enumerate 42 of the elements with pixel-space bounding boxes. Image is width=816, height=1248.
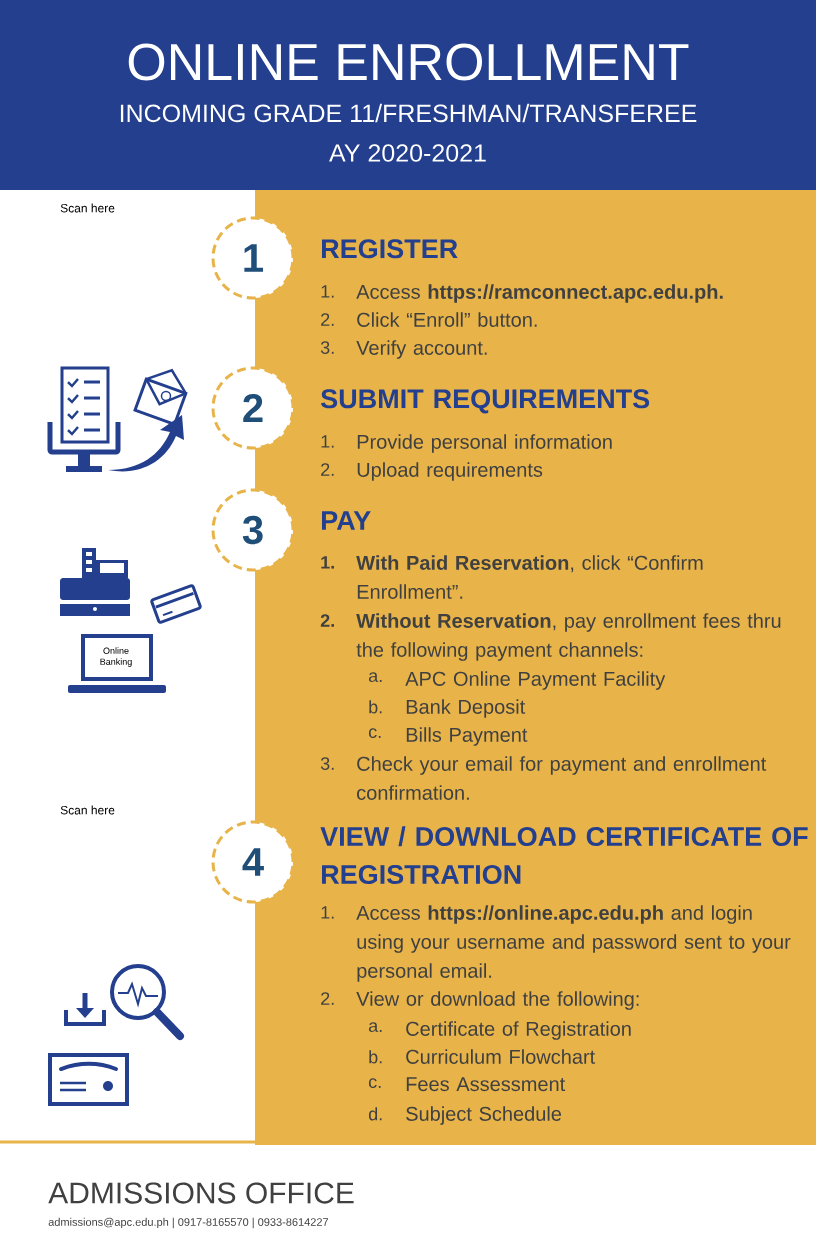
title: ONLINE ENROLLMENT	[128, 43, 689, 81]
list-letter: a.	[368, 1022, 382, 1033]
step-heading: VIEW / DOWNLOAD CERTIFICATE OF REGISTRATION	[320, 826, 808, 885]
list-item: Access https://online.apc.edu.ph and login using your username and password sent to your personal email.	[356, 905, 791, 982]
list-number: 3.	[320, 757, 334, 770]
list-number: 1.	[321, 556, 334, 569]
list-letter: b.	[369, 1050, 382, 1064]
list-number: 2.	[321, 313, 334, 326]
contact-line: admissions@apc.edu.ph | 0917-8165570 | 0933-8614227	[48, 1217, 329, 1229]
list-number: 1.	[321, 906, 334, 919]
list-item: Bank Deposit	[406, 699, 526, 718]
list-item: Certificate of Registration	[406, 1021, 631, 1040]
list-letter: a.	[368, 672, 382, 683]
caption-text: Scan here	[60, 203, 115, 213]
list-item: View or download the following:	[356, 991, 639, 1010]
list-item: APC Online Payment Facility	[405, 671, 666, 690]
list-number: 2.	[321, 463, 334, 476]
list-item: Provide personal information	[357, 434, 612, 453]
subtitle: AY 2020-2021	[329, 144, 486, 162]
step-heading: PAY	[322, 511, 371, 530]
list-item: Access https://ramconnect.apc.edu.ph.	[356, 284, 723, 303]
list-letter: c.	[368, 1078, 381, 1089]
caption-text: Scan here	[60, 805, 115, 815]
office-name: ADMISSIONS OFFICE	[48, 1182, 354, 1204]
list-item: Without Reservation, pay enrollment fees thru the following payment channels:	[356, 613, 781, 661]
list-item: Verify account.	[356, 340, 487, 359]
list-item: Curriculum Flowchart	[406, 1049, 596, 1064]
list-number: 3.	[320, 341, 334, 354]
list-letter: d.	[368, 1107, 382, 1121]
list-number: 1.	[321, 435, 334, 448]
list-item: Upload requirements	[357, 462, 543, 481]
list-item: Fees Assessment	[406, 1077, 566, 1092]
step-heading: REGISTER	[322, 239, 458, 259]
list-number: 2.	[321, 992, 334, 1005]
list-number: 1.	[321, 285, 334, 298]
list-item: Bills Payment	[406, 727, 528, 746]
list-item: Subject Schedule	[406, 1106, 562, 1125]
list-letter: c.	[368, 728, 381, 739]
list-number: 2.	[320, 614, 334, 627]
list-letter: b.	[369, 700, 382, 714]
list-item: Click “Enroll” button.	[357, 312, 537, 327]
screen-label: Online Banking	[100, 647, 132, 667]
